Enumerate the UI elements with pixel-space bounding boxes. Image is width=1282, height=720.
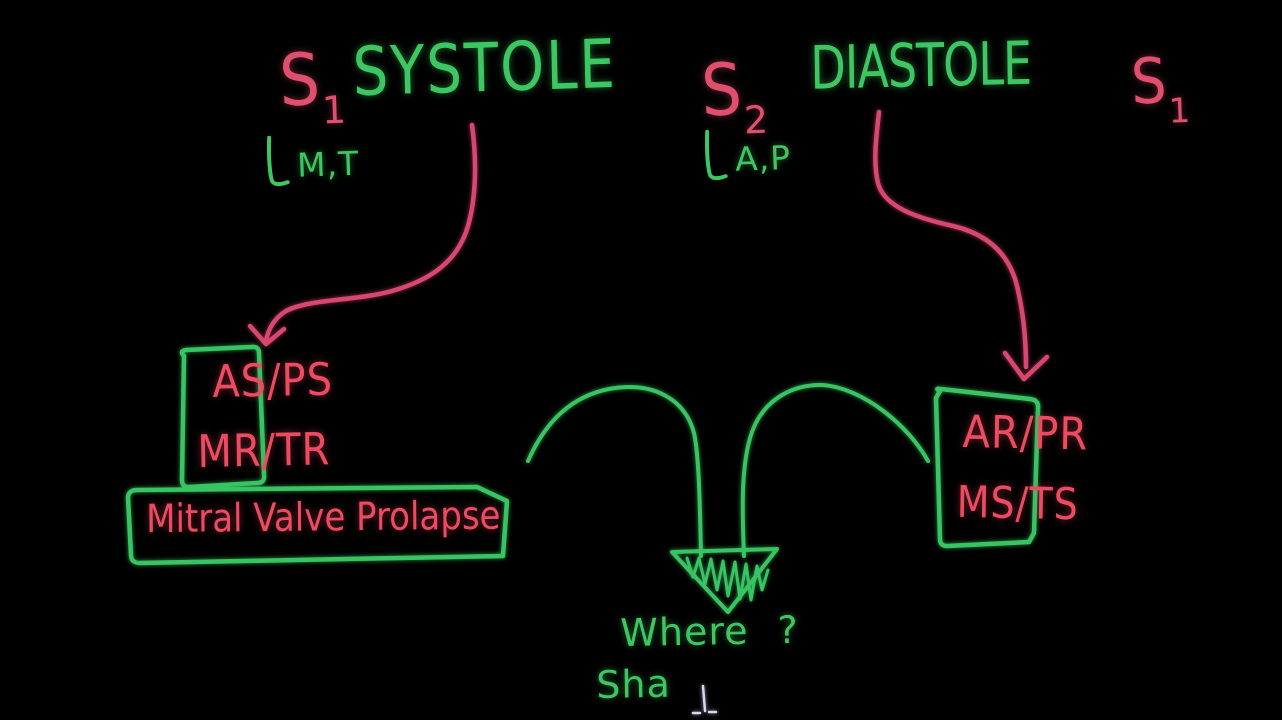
systolic-murmurs-box-outline [179,344,267,490]
s2-label: S2 [700,49,770,143]
text-cursor [691,684,718,715]
systole-label: SYSTOLE [351,25,618,112]
murmur-triangle-icon [670,547,779,614]
diastole-arrow-shaft [873,109,1029,370]
s1-valves-label: M,T [296,143,360,185]
s1-left-letter: S [277,38,323,124]
diastole-arrowhead-icon [1002,350,1050,382]
s2-valves-label: A,P [734,137,792,179]
partial-word-label: Sha [595,661,672,707]
hook-icon [705,129,728,181]
funnel-right-arc [740,382,930,558]
diastolic-murmurs-line1: AR/PR [962,406,1089,461]
s1-right-subscript: 1 [1167,90,1192,132]
diastolic-murmurs-line2: MS/TS [956,476,1080,530]
mvp-box-outline [125,484,510,566]
systole-arrow-shaft [263,122,478,344]
s1-right-label: S1 [1130,45,1192,132]
systole-arrowhead-icon [247,323,287,347]
s1-left-label: S1 [278,39,348,133]
s1-valves-note: M,T [262,131,360,190]
systolic-murmurs-line1: AS/PS [211,354,334,409]
funnel-left-arc [526,385,703,558]
s2-valves-note: A,P [700,125,792,184]
where-question-label: Where ? [619,607,800,655]
murmur-scribble [685,556,770,602]
s1-left-subscript: 1 [321,87,348,133]
s2-letter: S [699,48,745,134]
systolic-murmurs-line2: MR/TR [196,424,331,479]
diastolic-murmurs-box-outline [933,386,1041,549]
hook-icon [267,135,290,187]
s1-right-letter: S [1129,45,1169,120]
diastole-label: DIASTOLE [809,27,1032,103]
mvp-label: Mitral Valve Prolapse [145,492,501,543]
